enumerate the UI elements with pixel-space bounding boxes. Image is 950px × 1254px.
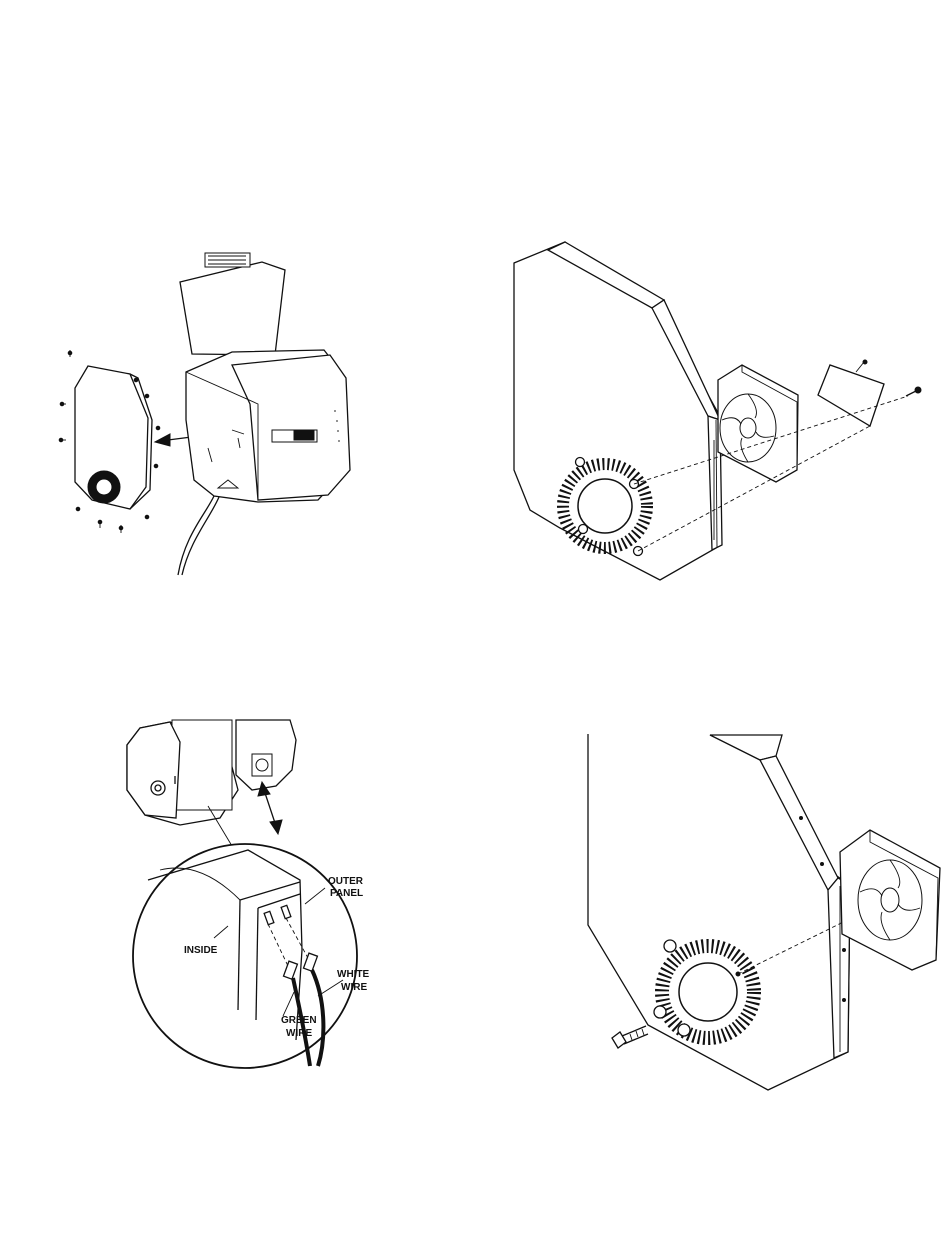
vent-grille <box>88 471 120 503</box>
label-green-wire-line2: WIRE <box>286 1028 312 1039</box>
screw <box>906 387 921 396</box>
cooling-fan <box>718 365 798 482</box>
label-white-wire-line2: WIRE <box>341 982 367 993</box>
label-outer-panel-line1: OUTER <box>328 876 364 887</box>
figure-3-wire-connection-detail: OUTER PANEL INSIDE WHITE WIRE GREEN WIRE <box>127 720 370 1068</box>
label-green-wire-line1: GREEN <box>281 1015 317 1026</box>
heater-unit <box>178 253 350 575</box>
bolt <box>612 1026 648 1048</box>
bracket <box>818 360 884 426</box>
double-arrow <box>258 782 282 834</box>
cooling-fan <box>840 830 940 970</box>
label-outer-panel-line2: PANEL <box>330 888 363 899</box>
label-white-wire-line1: WHITE <box>337 969 370 980</box>
label-inside: INSIDE <box>184 945 218 956</box>
figure-4-fan-mounting-closeup <box>588 734 940 1090</box>
side-panel <box>75 366 152 509</box>
vent-grille <box>662 946 754 1038</box>
magnified-circle <box>133 844 357 1068</box>
figure-2-fan-exploded-view <box>514 242 921 580</box>
figure-1-side-panel-removal <box>59 253 350 575</box>
